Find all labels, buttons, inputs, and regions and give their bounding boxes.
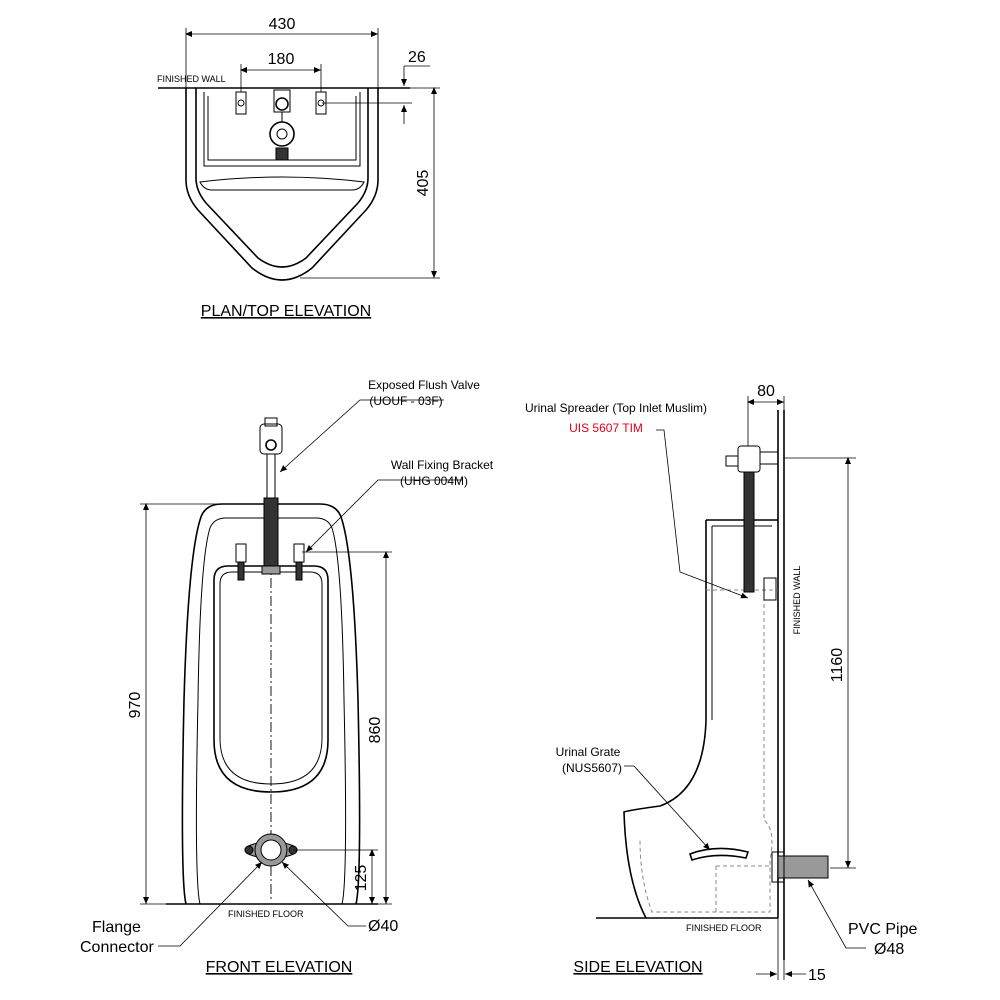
front-dim-970: 970	[127, 692, 144, 719]
front-dim-125: 125	[353, 865, 370, 892]
side-urinal-profile	[623, 519, 778, 919]
front-title: FRONT ELEVATION	[206, 959, 353, 976]
side-view: FINISHED WALL FINISHED FLOOR Urinal Spre…	[525, 383, 918, 984]
plan-valve-nut	[269, 121, 295, 147]
front-flange-hole	[260, 839, 282, 861]
side-valve-supply	[743, 471, 755, 593]
side-hidden-trap	[639, 590, 773, 913]
side-grate-code: (NUS5607)	[562, 761, 622, 775]
side-bracket	[763, 577, 777, 601]
side-dim-15: 15	[808, 967, 826, 984]
side-urinal-top-inner	[711, 525, 772, 720]
front-flange-bolt-left	[244, 845, 254, 855]
front-flange-label-2: Connector	[80, 939, 154, 956]
plan-valve-top	[275, 97, 289, 111]
plan-urinal-inner-outline	[195, 88, 369, 268]
side-grate-label: Urinal Grate	[556, 745, 621, 759]
side-dim-1160: 1160	[829, 648, 846, 683]
front-flange-label-1: Flange	[92, 919, 141, 936]
front-bracket-right	[293, 543, 305, 563]
plan-dim-180: 180	[268, 51, 295, 68]
side-valve-body	[737, 445, 761, 473]
front-valve-spud	[261, 565, 281, 575]
front-bracket-code: (UHG 004M)	[400, 474, 468, 488]
front-finished-floor-label: FINISHED FLOOR	[228, 909, 304, 919]
front-bowl	[213, 565, 329, 793]
front-view: FINISHED FLOOR Exposed Flush Valve (UOUF…	[80, 378, 494, 976]
plan-title: PLAN/TOP ELEVATION	[201, 303, 371, 320]
side-finished-wall-label: FINISHED WALL	[792, 566, 802, 635]
side-spreader-label: Urinal Spreader (Top Inlet Muslim)	[525, 401, 707, 415]
plan-bracket-left-hole	[237, 99, 245, 107]
side-valve-inlet	[759, 451, 779, 465]
front-bracket-left-bolt	[237, 561, 245, 581]
plan-dim-430: 430	[269, 16, 296, 33]
front-bracket-right-bolt	[295, 561, 303, 581]
side-pvc-dia: Ø48	[874, 941, 904, 958]
front-valve-cap	[264, 417, 278, 427]
front-bracket-label: Wall Fixing Bracket	[391, 458, 494, 472]
plan-bowl-lip	[199, 176, 365, 191]
side-grate	[688, 847, 750, 862]
front-bowl-inner	[219, 571, 323, 785]
plan-dim-405: 405	[415, 170, 432, 197]
side-hidden-outlet	[715, 865, 770, 912]
side-pvc-collar	[771, 851, 785, 883]
side-spreader-code: UIS 5607 TIM	[569, 421, 643, 435]
side-dim-80: 80	[757, 383, 775, 400]
plan-valve-spud	[275, 147, 289, 161]
side-valve-handle	[725, 455, 739, 467]
plan-urinal-outline	[185, 88, 379, 281]
plan-finished-wall-label: FINISHED WALL	[157, 74, 226, 84]
side-title: SIDE ELEVATION	[573, 959, 702, 976]
front-bracket-leader	[305, 479, 462, 553]
side-finished-floor-label: FINISHED FLOOR	[686, 923, 762, 933]
side-pvc-leader	[807, 879, 866, 949]
front-dia-leader	[281, 861, 366, 927]
front-valve-pipe	[266, 453, 276, 499]
front-dim-860: 860	[367, 717, 384, 744]
front-dim-dia: Ø40	[368, 918, 398, 935]
front-valve-supply	[263, 497, 279, 571]
side-pvc-label: PVC Pipe	[848, 921, 917, 938]
plan-view: FINISHED WALL 430 180 26	[157, 16, 440, 320]
front-valve-button	[265, 439, 277, 451]
front-flush-valve-leader	[279, 399, 444, 473]
front-flush-valve-label: Exposed Flush Valve	[368, 378, 480, 392]
front-flange-leader	[158, 861, 263, 947]
plan-bowl-rim	[203, 92, 361, 167]
side-spreader-leader	[656, 429, 749, 599]
side-grate-leader	[624, 765, 711, 851]
front-bracket-left	[235, 543, 247, 563]
side-pvc-pipe	[777, 855, 829, 879]
plan-dim-26: 26	[408, 49, 426, 66]
plan-valve-nut-core	[276, 128, 288, 140]
front-flush-valve-code: (UOUF - 03F)	[369, 394, 442, 408]
